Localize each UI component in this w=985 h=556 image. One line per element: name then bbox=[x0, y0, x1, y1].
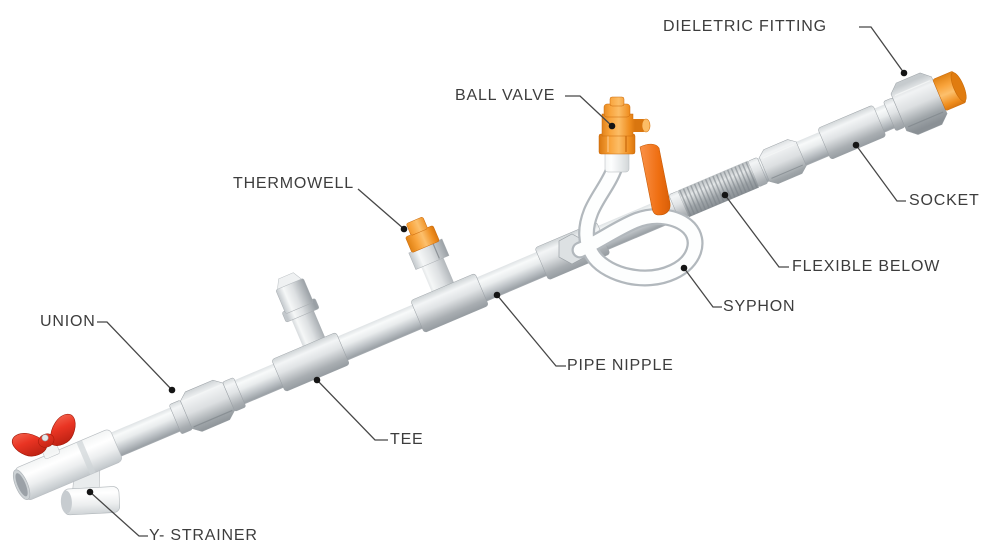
leader-ball-valve bbox=[565, 95, 613, 127]
leader-dot-dieletric-fitting bbox=[900, 69, 908, 77]
leader-thermowell bbox=[357, 188, 405, 230]
leader-dot-y-strainer bbox=[86, 488, 94, 496]
label-tee: TEE bbox=[390, 431, 424, 448]
label-ball-valve: BALL VALVE bbox=[455, 87, 556, 104]
shutoff-valve-body bbox=[12, 429, 122, 500]
ball-valve-handle bbox=[639, 143, 671, 216]
leader-dot-pipe-nipple bbox=[493, 291, 501, 299]
label-flexible-below: FLEXIBLE BELOW bbox=[792, 258, 941, 275]
leader-dot-flexible-below bbox=[721, 191, 729, 199]
tee-fitting-2 bbox=[411, 273, 488, 333]
leader-dot-union bbox=[168, 386, 176, 394]
leader-syphon bbox=[683, 267, 722, 308]
leader-dot-tee bbox=[313, 376, 321, 384]
socket-fitting bbox=[818, 105, 886, 159]
hex-coupling bbox=[759, 139, 807, 184]
leader-dieletric-fitting bbox=[859, 26, 905, 74]
label-union: UNION bbox=[40, 313, 96, 330]
leader-socket bbox=[855, 144, 906, 202]
label-socket: SOCKET bbox=[909, 192, 980, 209]
leader-dot-socket bbox=[852, 141, 860, 149]
label-y-strainer: Y- STRAINER bbox=[149, 527, 258, 544]
leader-dot-syphon bbox=[680, 264, 688, 272]
leader-pipe-nipple bbox=[496, 294, 566, 367]
ball-valve-fitting bbox=[598, 96, 671, 216]
dieletric-fitting-part bbox=[883, 71, 967, 135]
leader-union bbox=[97, 321, 173, 391]
leader-dot-thermowell bbox=[400, 225, 408, 233]
red-valve-handle bbox=[11, 413, 76, 457]
syphon-fitting bbox=[558, 158, 704, 287]
leader-tee bbox=[316, 379, 388, 441]
leader-lines bbox=[89, 26, 906, 537]
label-pipe-nipple: PIPE NIPPLE bbox=[567, 357, 674, 374]
leader-dots bbox=[86, 69, 908, 496]
label-thermowell: THERMOWELL bbox=[233, 175, 354, 192]
leader-flexible-below bbox=[724, 194, 789, 268]
label-dieletric-fitting: DIELETRIC FITTING bbox=[663, 18, 827, 35]
label-syphon: SYPHON bbox=[723, 298, 796, 315]
flexible-bellow-fitting bbox=[669, 157, 768, 221]
union-fitting bbox=[169, 377, 246, 434]
leader-y-strainer bbox=[89, 491, 148, 537]
leader-dot-ball-valve bbox=[608, 122, 616, 130]
